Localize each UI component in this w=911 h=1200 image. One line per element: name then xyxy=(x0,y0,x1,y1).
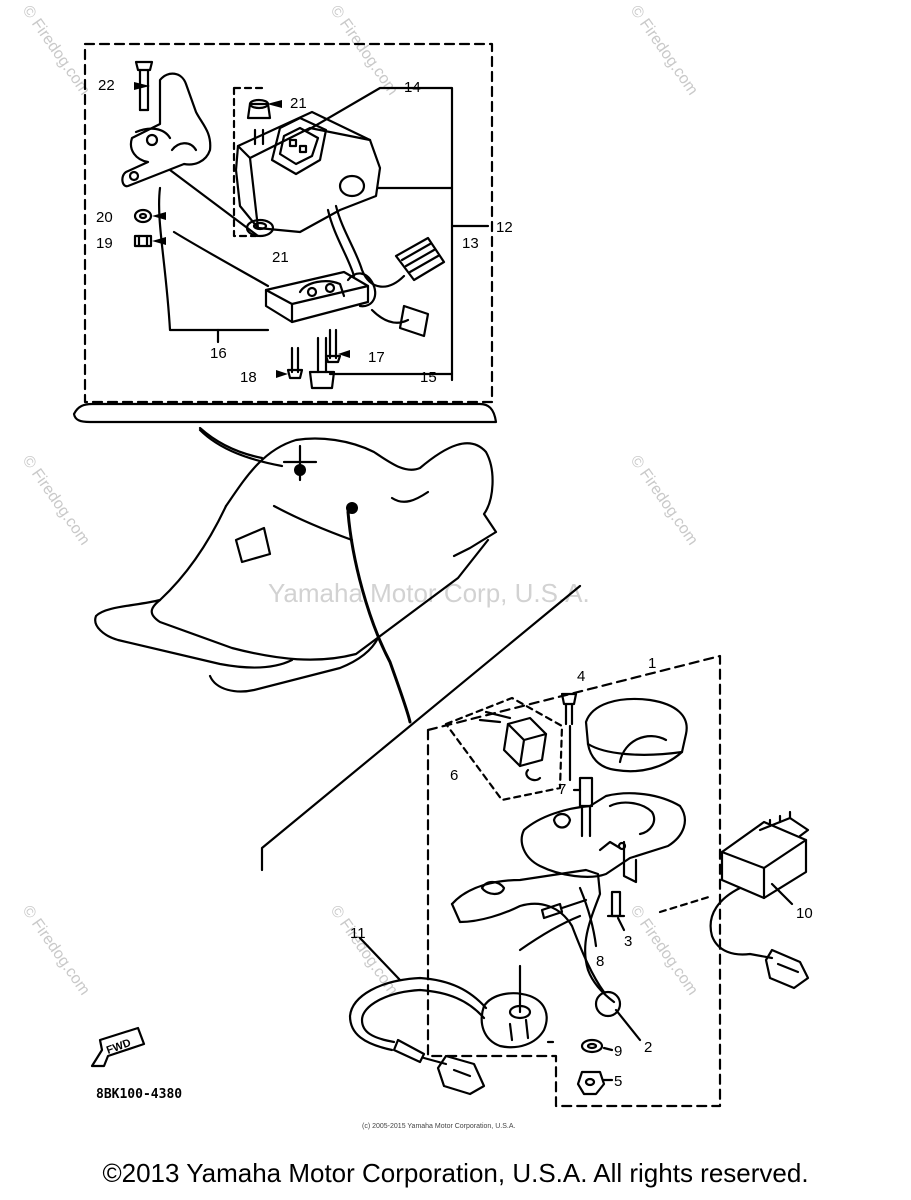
callout-9: 9 xyxy=(614,1043,622,1060)
callout-14: 14 xyxy=(404,79,421,96)
arrow-17 xyxy=(338,350,350,358)
snowmobile-mark xyxy=(346,502,358,514)
watermark-center: Yamaha Motor Corp, U.S.A. xyxy=(268,578,590,608)
nut-19 xyxy=(133,234,153,248)
callout-21: 21 xyxy=(272,249,289,266)
group-box-6 xyxy=(444,696,564,802)
switch-connector xyxy=(394,236,446,282)
washer-9 xyxy=(580,1038,604,1054)
watermark-site: © Firedog.com xyxy=(327,903,401,999)
callout-4: 4 xyxy=(577,668,585,685)
screw-3 xyxy=(606,890,626,918)
callout-5: 5 xyxy=(614,1073,622,1090)
screw-8 xyxy=(540,898,588,920)
leader-3 xyxy=(616,916,626,932)
callout-1: 1 xyxy=(648,655,656,672)
callout-15: 15 xyxy=(420,369,437,386)
nut-5 xyxy=(576,1070,606,1096)
group-box-12 xyxy=(83,42,494,404)
callout-13: 13 xyxy=(462,235,479,252)
switch-controller xyxy=(264,270,430,338)
snowmobile xyxy=(94,426,498,693)
linkage-lines xyxy=(172,230,270,288)
callout-3: 3 xyxy=(624,933,632,950)
callout-19: 19 xyxy=(96,235,113,252)
watermark-site: © Firedog.com xyxy=(627,453,701,549)
callout-11: 11 xyxy=(350,925,366,942)
watermark-site: © Firedog.com xyxy=(19,453,93,549)
throttle-sensor xyxy=(480,964,548,1049)
dashed-link-10 xyxy=(658,894,714,914)
callout-21: 21 xyxy=(290,95,307,112)
callout-labels: 1 2 3 4 5 6 7 8 9 10 11 12 13 14 15 16 1… xyxy=(96,77,813,1090)
callout-7: 7 xyxy=(558,781,566,798)
arrow-22 xyxy=(134,82,150,90)
handlebar-line xyxy=(260,584,582,872)
fwd-label: FWD xyxy=(105,1037,133,1057)
watermark-site: © Firedog.com xyxy=(627,903,701,999)
fine-print: (c) 2005-2015 Yamaha Motor Corporation, … xyxy=(362,1123,515,1130)
leader-9 xyxy=(602,1046,614,1052)
snowmobile-mark xyxy=(294,464,306,476)
callout-8: 8 xyxy=(596,953,604,970)
watermarks: © Firedog.com © Firedog.com © Firedog.co… xyxy=(19,3,701,999)
throttle-housing xyxy=(520,792,686,884)
linkage-lines xyxy=(157,186,270,332)
watermark-site: © Firedog.com xyxy=(327,3,401,99)
part-6-clip xyxy=(478,710,548,782)
bolt-22 xyxy=(134,60,154,112)
leader-11 xyxy=(358,936,402,982)
leader-2 xyxy=(614,1008,642,1042)
arrow-18 xyxy=(276,370,288,378)
bolt-4 xyxy=(560,692,578,726)
cable-11 xyxy=(348,976,488,1096)
fwd-arrow-icon xyxy=(90,1026,146,1068)
arrow-20 xyxy=(152,212,166,220)
washer-20 xyxy=(133,208,153,224)
leader-marks xyxy=(134,82,358,514)
callout-20: 20 xyxy=(96,209,113,226)
part-code: 8BK100-4380 xyxy=(96,1087,182,1102)
leader-10 xyxy=(770,882,794,906)
watermark-site: © Firedog.com xyxy=(627,3,701,99)
screw-15 xyxy=(308,336,336,390)
throttle-lever xyxy=(450,868,622,1018)
callout-2: 2 xyxy=(644,1039,652,1056)
arrow-21a xyxy=(267,100,282,108)
group-box-1 xyxy=(426,654,722,1108)
callout-16: 16 xyxy=(210,345,227,362)
box-bottom-tab xyxy=(72,402,498,424)
watermark-site: © Firedog.com xyxy=(19,903,93,999)
mounting-bracket xyxy=(121,72,212,188)
connector-10 xyxy=(709,810,810,990)
throttle-override-switch xyxy=(234,110,406,288)
callout-12: 12 xyxy=(496,219,513,236)
leader-8 xyxy=(578,886,598,948)
callout-17: 17 xyxy=(368,349,385,366)
screw-18 xyxy=(286,346,304,380)
callout-18: 18 xyxy=(240,369,257,386)
watermark-site: © Firedog.com xyxy=(19,3,93,99)
dashed-sub-bracket xyxy=(232,86,264,238)
leader-8 xyxy=(518,914,582,952)
callout-22: 22 xyxy=(98,77,115,94)
pointer-arrow xyxy=(198,428,284,468)
callout-6: 6 xyxy=(450,767,458,784)
throttle-cable-route xyxy=(346,510,412,724)
arrow-19 xyxy=(152,237,166,245)
throttle-housing-cover xyxy=(584,697,688,773)
copyright-notice: ©2013 Yamaha Motor Corporation, U.S.A. A… xyxy=(102,1158,809,1188)
screw-17 xyxy=(324,328,342,364)
leader-14 xyxy=(306,86,454,382)
callout-10: 10 xyxy=(796,905,813,922)
linkage-lines xyxy=(168,168,260,238)
